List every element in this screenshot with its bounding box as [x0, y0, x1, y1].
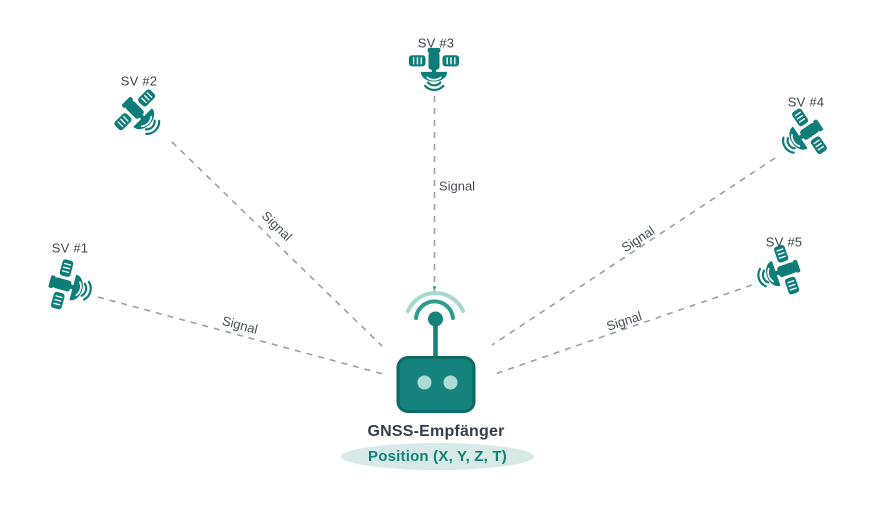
position-ellipse: Position (X, Y, Z, T) [341, 443, 534, 470]
antenna-wave-inner [414, 299, 455, 320]
antenna-tip-dot [433, 286, 436, 289]
satellite-label-sv3: SV #3 [417, 35, 455, 51]
satellite-icon-sv3 [407, 46, 461, 92]
satellite-label-sv1: SV #1 [51, 240, 89, 256]
signal-line-sv2 [171, 141, 383, 347]
signal-line-sv4 [491, 157, 776, 346]
satellite-label-sv2: SV #2 [120, 73, 158, 89]
satellite-icon-sv5 [749, 240, 808, 304]
satellite-icon-sv2 [106, 81, 175, 150]
receiver-knob-left [417, 375, 432, 390]
gnss-receiver-icon [396, 286, 476, 413]
signal-line-sv1 [97, 296, 384, 375]
position-label: Position (X, Y, Z, T) [368, 448, 507, 465]
satellite-label-sv5: SV #5 [765, 234, 803, 250]
receiver-knob-right [443, 375, 458, 390]
antenna-wave-outer [406, 290, 465, 313]
receiver-body [396, 356, 476, 413]
satellite-icon-sv4 [770, 102, 836, 170]
antenna-ball [428, 311, 443, 327]
satellite-icon-sv1 [42, 255, 98, 318]
satellite-label-sv4: SV #4 [787, 94, 825, 110]
receiver-label: GNSS-Empfänger [367, 423, 505, 440]
signal-label-sv3: Signal [438, 178, 476, 194]
signal-line-sv5 [491, 284, 753, 376]
antenna-mast [433, 319, 438, 360]
